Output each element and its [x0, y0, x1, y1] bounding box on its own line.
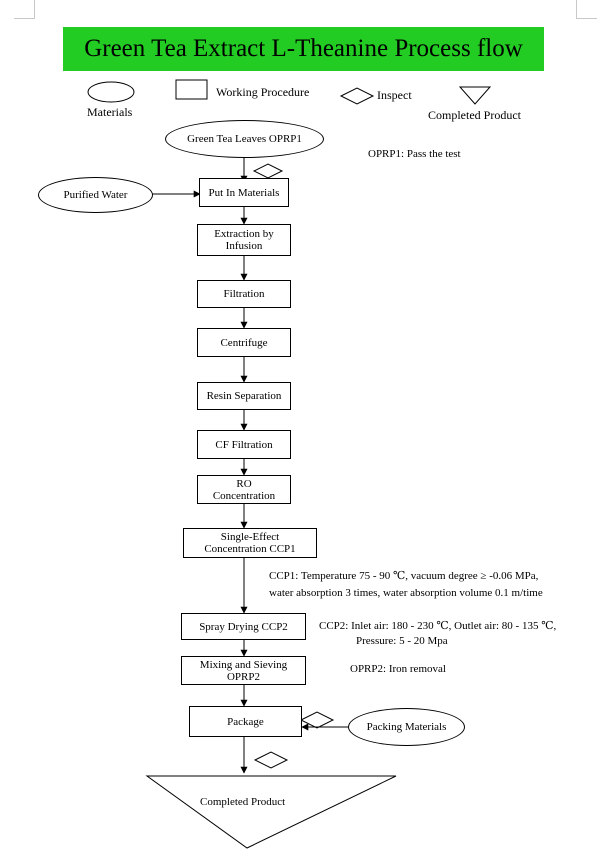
single-effect-label-line2: Concentration CCP1 — [204, 543, 296, 555]
purified-water-oval: Purified Water — [38, 177, 153, 213]
completed-product-label: Completed Product — [200, 796, 286, 808]
ccp1-note: CCP1: Temperature 75 - 90 ℃, vacuum degr… — [269, 569, 543, 601]
green-tea-leaves-label: Green Tea Leaves OPRP1 — [187, 133, 302, 145]
put-in-materials-box: Put In Materials — [199, 178, 289, 207]
package-label: Package — [227, 715, 264, 728]
oprp1-note-text: OPRP1: Pass the test — [368, 148, 461, 160]
mixing-sieving-label-line2: OPRP2 — [226, 670, 261, 683]
title-banner: Green Tea Extract L-Theanine Process flo… — [63, 27, 544, 71]
completed-product-triangle — [145, 775, 397, 849]
oprp2-note: OPRP2: Iron removal — [350, 662, 446, 677]
inspect-diamond-1 — [252, 163, 284, 179]
filtration-label: Filtration — [223, 288, 265, 300]
legend-completed-product-label: Completed Product — [428, 108, 521, 122]
legend-oval-shape — [87, 81, 135, 103]
mixing-sieving-box: Mixing and Sieving OPRP2 — [181, 656, 306, 685]
centrifuge-box: Centrifuge — [197, 328, 291, 357]
packing-materials-label: Packing Materials — [366, 721, 447, 733]
cf-filtration-box: CF Filtration — [197, 430, 291, 459]
packing-materials-oval: Packing Materials — [348, 708, 465, 746]
extraction-label-line2: Infusion — [225, 240, 263, 252]
ccp1-note-line1: CCP1: Temperature 75 - 90 ℃, vacuum degr… — [269, 570, 539, 582]
single-effect-concentration-box: Single-Effect Concentration CCP1 — [183, 528, 317, 558]
ccp2-note: CCP2: Inlet air: 180 - 230 ℃, Outlet air… — [319, 619, 556, 649]
legend-triangle-shape — [458, 86, 492, 105]
oprp2-note-text: OPRP2: Iron removal — [350, 663, 446, 675]
filtration-box: Filtration — [197, 280, 291, 308]
ccp1-note-line2: water absorption 3 times, water absorpti… — [269, 587, 543, 599]
legend-materials-label: Materials — [87, 105, 133, 119]
single-effect-label-line1: Single-Effect — [220, 531, 280, 543]
inspect-diamond-3 — [253, 751, 289, 769]
purified-water-label: Purified Water — [63, 189, 128, 201]
corner-mark-left — [14, 0, 35, 19]
oprp1-note: OPRP1: Pass the test — [368, 147, 461, 162]
legend-inspect-label: Inspect — [377, 88, 412, 102]
spray-drying-label: Spray Drying CCP2 — [199, 620, 288, 633]
legend-diamond-shape — [339, 87, 375, 105]
put-in-materials-label: Put In Materials — [208, 186, 280, 199]
spray-drying-box: Spray Drying CCP2 — [181, 613, 306, 640]
centrifuge-label: Centrifuge — [220, 336, 268, 349]
ro-concentration-label-line1: RO — [236, 477, 252, 490]
inspect-diamond-2 — [299, 711, 335, 729]
legend-rect-shape — [175, 79, 208, 100]
extraction-label-line1: Extraction by — [214, 228, 274, 240]
legend-working-procedure-label: Working Procedure — [216, 85, 310, 99]
extraction-box: Extraction by Infusion — [197, 224, 291, 256]
cf-filtration-label: CF Filtration — [215, 438, 273, 451]
package-box: Package — [189, 706, 302, 737]
green-tea-leaves-oval: Green Tea Leaves OPRP1 — [165, 120, 324, 158]
ccp2-note-line1: CCP2: Inlet air: 180 - 230 ℃, Outlet air… — [319, 620, 557, 632]
corner-mark-right — [576, 0, 597, 19]
resin-separation-label: Resin Separation — [206, 390, 282, 402]
ro-concentration-label-line2: Concentration — [212, 489, 276, 502]
ccp2-note-line2: Pressure: 5 - 20 Mpa — [356, 635, 448, 647]
ro-concentration-box: RO Concentration — [197, 475, 291, 504]
mixing-sieving-label-line1: Mixing and Sieving — [199, 658, 288, 671]
resin-separation-box: Resin Separation — [197, 382, 291, 410]
page-title: Green Tea Extract L-Theanine Process flo… — [84, 35, 523, 62]
